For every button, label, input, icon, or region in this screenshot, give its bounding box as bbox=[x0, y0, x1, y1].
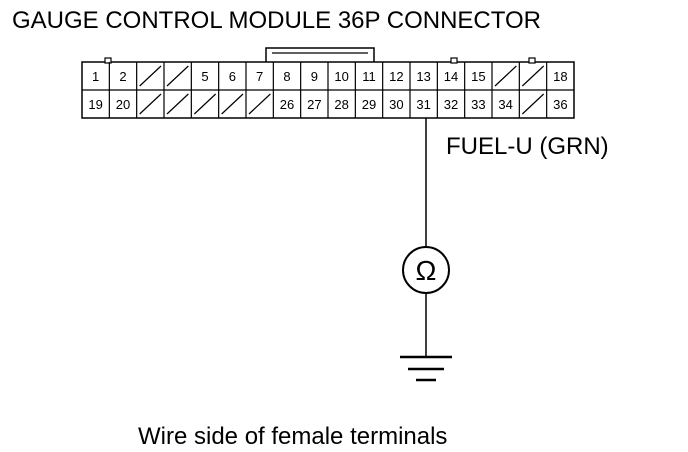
diagram-title: GAUGE CONTROL MODULE 36P CONNECTOR bbox=[12, 7, 541, 34]
terminal-empty bbox=[518, 90, 545, 118]
terminal-2: 2 bbox=[108, 62, 127, 90]
terminal-11: 11 bbox=[354, 62, 376, 90]
empty-cavity-slash bbox=[494, 65, 517, 87]
terminal-label: 20 bbox=[116, 97, 130, 112]
terminal-empty bbox=[136, 90, 162, 118]
terminal-27: 27 bbox=[300, 90, 322, 118]
terminal-label: 11 bbox=[362, 69, 376, 84]
terminal-empty bbox=[245, 90, 271, 118]
terminal-13: 13 bbox=[409, 62, 431, 90]
empty-cavity-slash bbox=[139, 65, 162, 87]
terminal-label: 5 bbox=[201, 69, 208, 84]
terminal-label: 1 bbox=[92, 69, 99, 84]
terminal-label: 14 bbox=[444, 69, 458, 84]
terminal-9: 9 bbox=[300, 62, 318, 90]
terminal-label: 29 bbox=[362, 97, 376, 112]
empty-cavity-slash bbox=[521, 65, 545, 87]
terminal-12: 12 bbox=[382, 62, 404, 90]
footer-caption: Wire side of female terminals bbox=[138, 423, 447, 450]
ohmmeter-icon: Ω bbox=[402, 246, 450, 294]
terminal-19: 19 bbox=[88, 97, 102, 112]
ohm-symbol: Ω bbox=[416, 255, 437, 286]
terminal-36: 36 bbox=[546, 90, 568, 118]
terminal-33: 33 bbox=[464, 90, 486, 118]
empty-cavity-slash bbox=[193, 93, 217, 115]
terminal-6: 6 bbox=[218, 62, 236, 90]
terminal-empty bbox=[163, 90, 189, 118]
terminal-28: 28 bbox=[327, 90, 349, 118]
wire-label: FUEL-U (GRN) bbox=[446, 133, 609, 160]
terminal-label: 19 bbox=[88, 97, 102, 112]
terminal-label: 2 bbox=[119, 69, 126, 84]
terminal-empty bbox=[218, 90, 244, 118]
terminal-empty bbox=[518, 62, 545, 90]
terminal-empty bbox=[136, 62, 162, 90]
terminal-label: 15 bbox=[471, 69, 485, 84]
terminal-label: 10 bbox=[334, 69, 348, 84]
terminal-29: 29 bbox=[354, 90, 376, 118]
terminal-label: 30 bbox=[389, 97, 403, 112]
terminal-label: 31 bbox=[416, 97, 430, 112]
terminal-label: 27 bbox=[307, 97, 321, 112]
connector-row-2: 19 20 26 27 28 29 30 31 32 33 34 36 bbox=[88, 90, 568, 118]
empty-cavity-slash bbox=[221, 93, 244, 115]
terminal-label: 34 bbox=[498, 97, 512, 112]
terminal-label: 7 bbox=[256, 69, 263, 84]
empty-cavity-slash bbox=[166, 93, 189, 115]
terminal-label: 32 bbox=[444, 97, 458, 112]
terminal-label: 26 bbox=[280, 97, 294, 112]
empty-cavity-slash bbox=[166, 65, 189, 87]
terminal-7: 7 bbox=[245, 62, 263, 90]
terminal-empty bbox=[190, 90, 217, 118]
terminal-label: 18 bbox=[553, 69, 567, 84]
terminal-20: 20 bbox=[108, 90, 130, 118]
terminal-empty bbox=[163, 62, 189, 90]
terminal-empty bbox=[491, 62, 517, 90]
terminal-label: 12 bbox=[389, 69, 403, 84]
terminal-18: 18 bbox=[546, 62, 568, 90]
terminal-label: 33 bbox=[471, 97, 485, 112]
terminal-label: 36 bbox=[553, 97, 567, 112]
terminal-8: 8 bbox=[272, 62, 291, 90]
terminal-26: 26 bbox=[272, 90, 294, 118]
terminal-5: 5 bbox=[190, 62, 209, 90]
terminal-34: 34 bbox=[491, 90, 513, 118]
empty-cavity-slash bbox=[248, 93, 271, 115]
terminal-31: 31 bbox=[409, 90, 431, 118]
empty-cavity-slash bbox=[139, 93, 162, 115]
terminal-label: 9 bbox=[311, 69, 318, 84]
terminal-1: 1 bbox=[92, 69, 99, 84]
terminal-14: 14 bbox=[436, 62, 458, 90]
terminal-label: 28 bbox=[334, 97, 348, 112]
terminal-32: 32 bbox=[436, 90, 458, 118]
terminal-label: 6 bbox=[229, 69, 236, 84]
terminal-10: 10 bbox=[327, 62, 349, 90]
empty-cavity-slash bbox=[521, 93, 545, 115]
terminal-15: 15 bbox=[464, 62, 486, 90]
terminal-30: 30 bbox=[382, 90, 404, 118]
ground-icon bbox=[400, 355, 452, 382]
terminal-label: 13 bbox=[416, 69, 430, 84]
terminal-label: 8 bbox=[283, 69, 290, 84]
